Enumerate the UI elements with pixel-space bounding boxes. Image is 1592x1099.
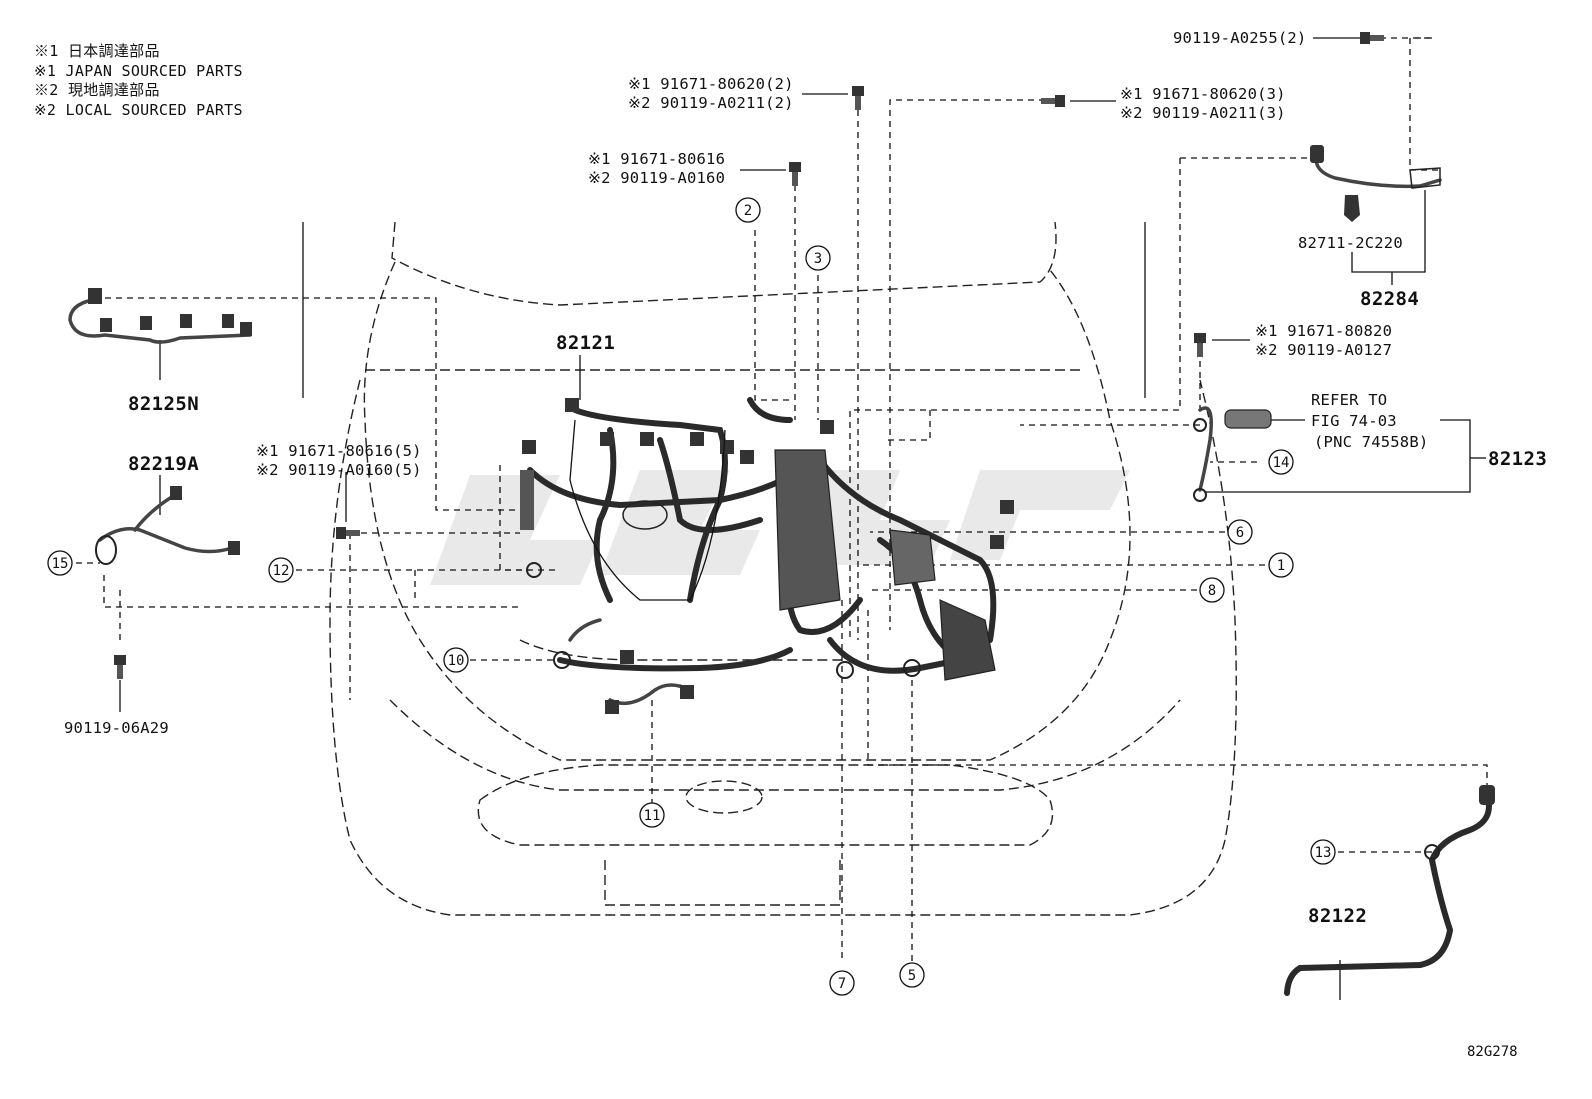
part-label: 82122 bbox=[1308, 905, 1367, 927]
bolt-icon bbox=[1194, 333, 1206, 357]
solid-leaders bbox=[119, 37, 1486, 1000]
bolt-label: ※2 90119-A0211(3) bbox=[1120, 104, 1286, 122]
svg-text:15: 15 bbox=[52, 556, 69, 572]
bolt-labels: 90119-A0255(2) ※1 91671-80620(2) ※2 9011… bbox=[64, 29, 1392, 737]
callout: 13 bbox=[1310, 839, 1336, 865]
svg-text:5: 5 bbox=[908, 968, 916, 984]
refer-line-2: FIG 74-03 bbox=[1311, 412, 1397, 430]
bolt-label: ※1 91671-80820 bbox=[1255, 322, 1392, 340]
callout: 11 bbox=[639, 802, 665, 828]
bolt-label: ※2 90119-A0211(2) bbox=[628, 94, 794, 112]
svg-text:2: 2 bbox=[744, 203, 752, 219]
bolts bbox=[114, 32, 1384, 679]
callout: 10 bbox=[443, 647, 469, 673]
part-label: 82123 bbox=[1488, 448, 1547, 470]
bolt-label: ※2 90119-A0160 bbox=[588, 169, 725, 187]
bolt-label: ※1 91671-80616(5) bbox=[256, 442, 422, 460]
legend-line-2: ※1 JAPAN SOURCED PARTS bbox=[34, 61, 243, 80]
legend-line-1: ※1 日本調達部品 bbox=[34, 42, 160, 60]
svg-text:14: 14 bbox=[1273, 455, 1290, 471]
bolt-label: ※1 91671-80620(3) bbox=[1120, 85, 1286, 103]
harness-82122 bbox=[1284, 785, 1495, 996]
legend: ※1 日本調達部品 ※1 JAPAN SOURCED PARTS ※2 現地調達… bbox=[34, 42, 243, 120]
bolt-icon bbox=[789, 162, 801, 186]
callout: 12 bbox=[268, 557, 294, 583]
bolt-label: 90119-A0255(2) bbox=[1173, 29, 1306, 47]
svg-text:12: 12 bbox=[273, 563, 290, 579]
bolt-icon bbox=[1360, 32, 1384, 44]
bolt-label: ※2 90119-A0160(5) bbox=[256, 461, 422, 479]
bolt-label: ※1 91671-80616 bbox=[588, 150, 725, 168]
bolt-label: ※1 91671-80620(2) bbox=[628, 75, 794, 93]
bolt-icon bbox=[852, 86, 864, 110]
harness-82219A bbox=[95, 486, 240, 565]
harness-82125N bbox=[68, 288, 252, 344]
refer-line-1: REFER TO bbox=[1311, 391, 1387, 409]
bolt-icon bbox=[1041, 95, 1065, 107]
svg-text:3: 3 bbox=[814, 251, 822, 267]
svg-text:6: 6 bbox=[1236, 525, 1244, 541]
callout: 7 bbox=[829, 970, 855, 996]
figure-code: 82G278 bbox=[1467, 1044, 1518, 1060]
part-label: 82121 bbox=[556, 332, 615, 354]
callout: 14 bbox=[1268, 449, 1294, 475]
legend-line-4: ※2 LOCAL SOURCED PARTS bbox=[34, 100, 243, 119]
callout: 2 bbox=[735, 197, 761, 223]
callout: 1 bbox=[1268, 552, 1294, 578]
callout: 6 bbox=[1227, 519, 1253, 545]
part-label: 82284 bbox=[1360, 288, 1419, 310]
bolt-label: 90119-06A29 bbox=[64, 719, 169, 737]
svg-text:13: 13 bbox=[1315, 845, 1332, 861]
bolt-icon bbox=[114, 655, 126, 679]
bolt-icon bbox=[336, 527, 360, 539]
bolt-label: ※2 90119-A0127 bbox=[1255, 341, 1392, 359]
svg-text:10: 10 bbox=[448, 653, 465, 669]
harness-82284 bbox=[1310, 145, 1442, 222]
svg-text:7: 7 bbox=[838, 976, 846, 992]
part-label: 82219A bbox=[128, 453, 199, 475]
vehicle-body-outline bbox=[302, 221, 1237, 916]
callout: 8 bbox=[1199, 577, 1225, 603]
legend-line-3: ※2 現地調達部品 bbox=[34, 81, 160, 99]
harness-82123 bbox=[1193, 406, 1272, 502]
part-labels: 82284 82711-2C220 82125N 82219A 82121 82… bbox=[128, 234, 1547, 927]
svg-text:8: 8 bbox=[1208, 583, 1216, 599]
svg-text:11: 11 bbox=[644, 808, 661, 824]
harness-82121 bbox=[520, 397, 1014, 714]
refer-line-3: (PNC 74558B) bbox=[1314, 433, 1428, 451]
part-label: 82125N bbox=[128, 393, 199, 415]
callout: 15 bbox=[47, 550, 73, 576]
callout: 3 bbox=[805, 245, 831, 271]
part-label: 82711-2C220 bbox=[1298, 234, 1403, 252]
callout: 5 bbox=[899, 962, 925, 988]
svg-text:1: 1 bbox=[1277, 558, 1285, 574]
leader-lines bbox=[76, 37, 1488, 962]
callouts: 1 2 3 5 6 7 8 10 11 12 13 14 15 bbox=[47, 197, 1336, 996]
